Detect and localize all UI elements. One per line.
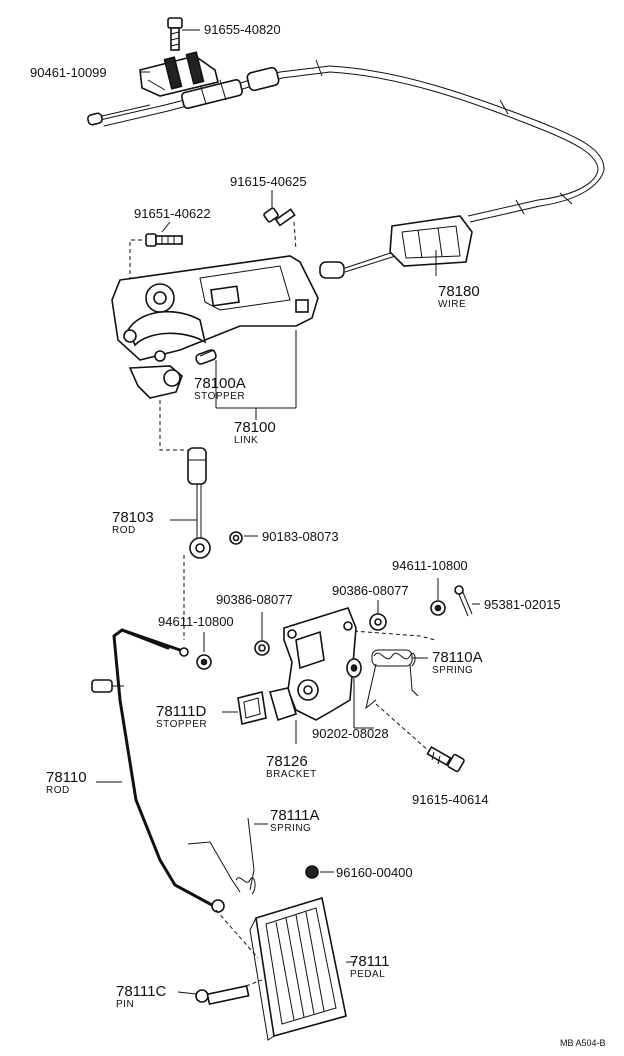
washer-94611-left — [196, 632, 212, 670]
label-78126-sub: BRACKET — [266, 769, 317, 780]
cable-clamp-90461 — [139, 51, 219, 97]
part-number-leaders — [140, 29, 437, 276]
stopper-78100A — [195, 349, 217, 365]
label-78110-sub: ROD — [46, 785, 70, 796]
nut-96160 — [305, 865, 334, 879]
rod-78103 — [170, 447, 211, 559]
label-78100: 78100 — [234, 419, 276, 436]
diagram-code: MB A504-B — [560, 1038, 606, 1048]
cotter-pin-95381 — [454, 585, 480, 617]
cable-end-rod — [87, 104, 151, 126]
label-78111A: 78111A — [270, 807, 320, 824]
cable-adjuster-sleeve — [181, 66, 280, 109]
nut-90386-left — [254, 612, 270, 656]
label-78180-sub: WIRE — [438, 299, 466, 310]
pedal-78111 — [215, 896, 356, 1041]
label-78111D-sub: STOPPER — [156, 719, 207, 730]
label-96160-00400: 96160-00400 — [336, 865, 413, 880]
label-78111A-sub: SPRING — [270, 823, 311, 834]
label-78100A: 78100A — [194, 375, 246, 392]
label-91615-40614: 91615-40614 — [412, 792, 489, 807]
washer-90202 — [346, 658, 374, 729]
wire-bracket-78180 — [319, 215, 473, 279]
bracket-78126 — [283, 607, 357, 744]
link-leader-lines — [215, 330, 297, 420]
pin-78111C — [177, 979, 263, 1005]
label-78111D: 78111D — [156, 703, 206, 720]
label-90183-08073: 90183-08073 — [262, 529, 339, 544]
label-78111-sub: PEDAL — [350, 969, 385, 980]
label-78100-sub: LINK — [234, 435, 258, 446]
bracket-dashed-leader — [339, 629, 436, 641]
stopper-78111D — [222, 687, 297, 725]
label-78110A: 78110A — [432, 649, 483, 666]
bolt-91615-40625 — [263, 207, 297, 251]
washer-94611-right — [430, 578, 446, 616]
label-78111: 78111 — [350, 953, 390, 970]
spring-78111A — [187, 817, 268, 895]
label-78103-sub: ROD — [112, 525, 136, 536]
bolt-91615-40614 — [375, 703, 465, 773]
label-78100A-sub: STOPPER — [194, 391, 245, 402]
nut-90386-right — [369, 600, 387, 631]
label-90386-08077-right: 90386-08077 — [332, 583, 409, 598]
nut-90183 — [229, 531, 258, 545]
bolt-91655 — [167, 17, 183, 51]
link-rod-dashed-leader — [159, 400, 190, 451]
link-78100 — [111, 255, 319, 399]
label-91651-40622: 91651-40622 — [134, 206, 211, 221]
label-94611-10800-right: 94611-10800 — [392, 558, 468, 573]
pedal-rod-78110 — [91, 628, 225, 913]
label-90202-08028: 90202-08028 — [312, 726, 389, 741]
spring-78110A — [365, 649, 428, 710]
label-91615-40625: 91615-40625 — [230, 174, 307, 189]
label-90386-08077-left: 90386-08077 — [216, 592, 293, 607]
label-95381-02015: 95381-02015 — [484, 597, 561, 612]
label-78126: 78126 — [266, 753, 308, 770]
label-78180: 78180 — [438, 283, 480, 300]
label-78110: 78110 — [46, 769, 87, 786]
bolt-91651-40622 — [129, 233, 183, 285]
label-90461-10099: 90461-10099 — [30, 65, 107, 80]
label-78110A-sub: SPRING — [432, 665, 473, 676]
label-94611-10800-left: 94611-10800 — [158, 614, 234, 629]
label-78111C: 78111C — [116, 983, 166, 1000]
label-78111C-sub: PIN — [116, 999, 134, 1010]
label-78103: 78103 — [112, 509, 154, 526]
label-91655-40820: 91655-40820 — [204, 22, 281, 37]
